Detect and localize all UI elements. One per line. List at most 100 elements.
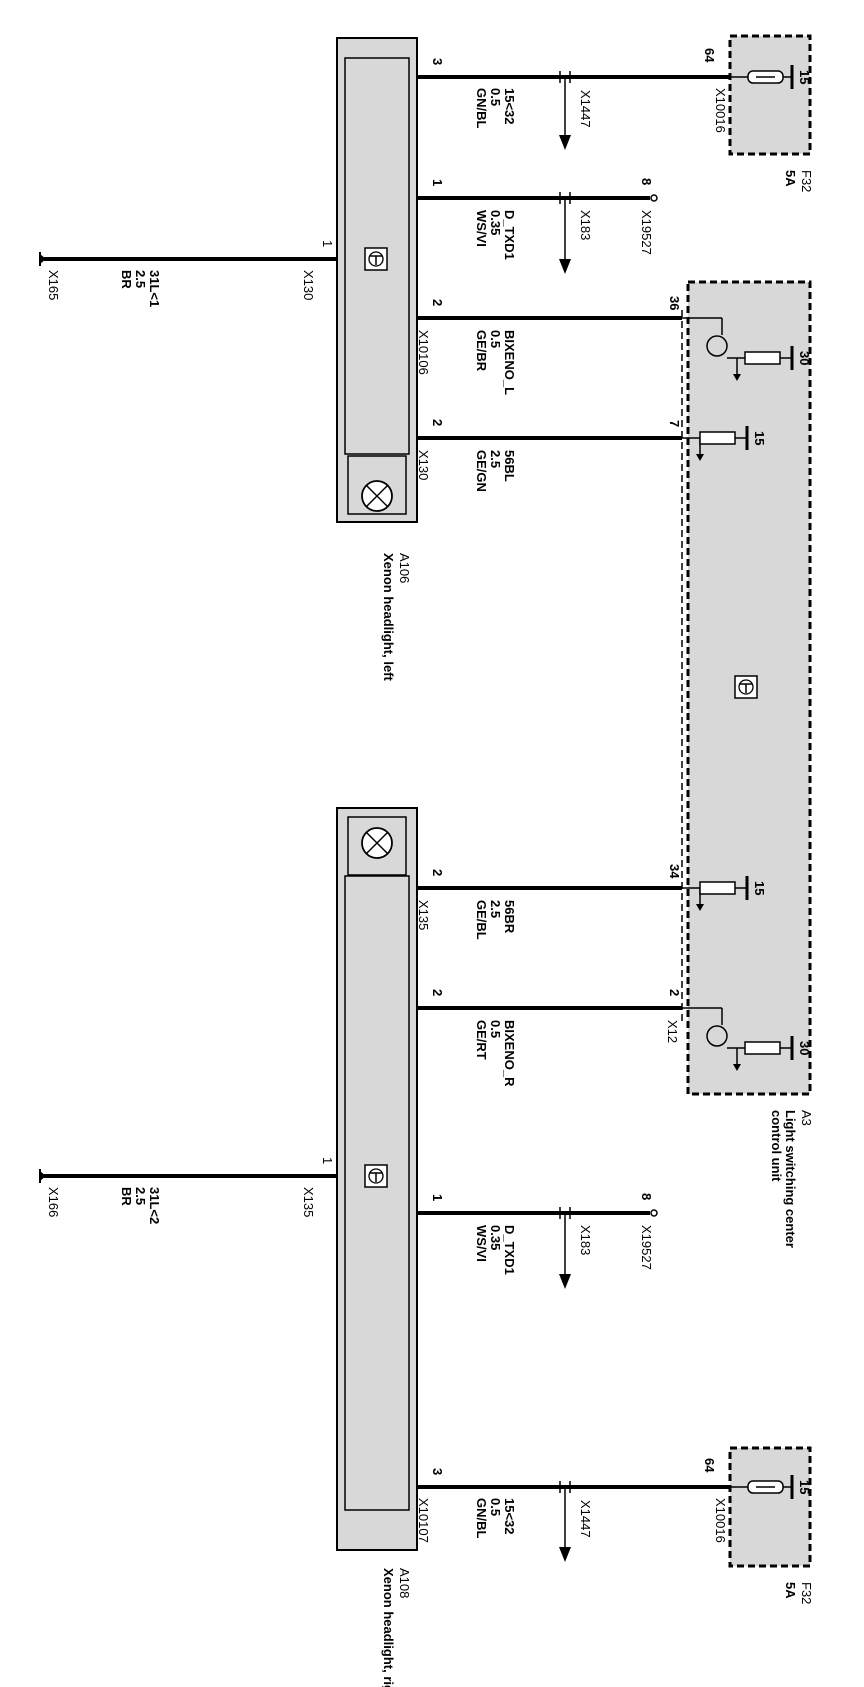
- ground-left-color: BR: [119, 270, 134, 289]
- w5-color: GE/BL: [474, 900, 489, 940]
- ground-right-color: BR: [119, 1187, 134, 1206]
- w7-color: WS/VI: [474, 1225, 489, 1262]
- w8-signal: 15<32: [502, 1498, 517, 1535]
- w2-pin-right: 8: [639, 178, 654, 185]
- w7-connector-right: X19527: [639, 1225, 654, 1270]
- resistor-icon: [744, 1036, 794, 1060]
- w4-signal: 56BL: [502, 450, 517, 482]
- resistor-icon: [744, 346, 794, 370]
- w1-signal: 15<32: [502, 88, 517, 125]
- wire-15-32-top: [417, 71, 730, 150]
- f32-fuse-bottom: [728, 1446, 812, 1568]
- wire-d-txd1-bottom: [417, 1207, 658, 1289]
- f32-bottom-id: F32: [799, 1582, 814, 1604]
- w6-pin-left: 2: [430, 989, 445, 996]
- w4-size: 2.5: [488, 450, 503, 468]
- w3-size: 0.5: [488, 330, 503, 348]
- a3-terminal-15-pin34: 15: [752, 881, 767, 895]
- w5-pin-right: 34: [667, 864, 682, 879]
- w5-pin-left: 2: [430, 869, 445, 876]
- w2-color: WS/VI: [474, 210, 489, 247]
- ground-right: [39, 1169, 337, 1183]
- w7-splice: X183: [578, 1225, 593, 1255]
- module-symbol-icon: [734, 675, 758, 699]
- w2-splice: X183: [578, 210, 593, 240]
- f32-bottom-pin: 64: [702, 1458, 717, 1473]
- f32-bottom-rating: 5A: [783, 1582, 798, 1599]
- ground-right-size: 2.5: [133, 1187, 148, 1205]
- w2-connector-right: X19527: [639, 210, 654, 255]
- f32-bottom-connector: X10016: [713, 1498, 728, 1543]
- w6-pin-right: 2: [667, 989, 682, 996]
- w3-color: GE/BR: [474, 330, 489, 372]
- module-symbol-icon: [364, 247, 388, 271]
- w1-pin-left: 3: [430, 58, 445, 65]
- a108-desc: Xenon headlight, right: [381, 1568, 396, 1687]
- ground-right-connector: X135: [301, 1187, 316, 1217]
- f32-top-connector: X10016: [713, 88, 728, 133]
- w4-pin-right: 7: [667, 420, 682, 427]
- w8-pin-left: 3: [430, 1468, 445, 1475]
- lamp-icon: [361, 827, 393, 859]
- w7-signal: D_TXD1: [502, 1225, 517, 1275]
- w5-size: 2.5: [488, 900, 503, 918]
- ground-right-id: X166: [46, 1187, 61, 1217]
- w6-color: GE/RT: [474, 1020, 489, 1060]
- w2-pin-left: 1: [430, 179, 445, 186]
- a3-terminal-15-pin7: 15: [752, 431, 767, 445]
- resistor-icon: [682, 426, 749, 461]
- a108-headlight-right: [336, 807, 418, 1551]
- f32-fuse-top: [728, 34, 812, 156]
- a3-terminal-30-lower: 30: [797, 1041, 812, 1055]
- w7-pin-right: 8: [639, 1193, 654, 1200]
- w5-signal: 56BR: [502, 900, 517, 934]
- w3-pin-left: 2: [430, 299, 445, 306]
- a3-desc-line2: control unit: [769, 1110, 784, 1182]
- w1-color: GN/BL: [474, 88, 489, 129]
- w1-splice: X1447: [578, 90, 593, 128]
- w8-splice: X1447: [578, 1500, 593, 1538]
- w4-pin-left: 2: [430, 419, 445, 426]
- w3-signal: BIXENO_L: [502, 330, 517, 395]
- a106-id: A106: [397, 553, 412, 583]
- w5-connector-left: X135: [416, 900, 431, 930]
- ground-right-pin: 1: [320, 1157, 335, 1164]
- transistor-icon: [682, 1007, 745, 1071]
- wire-d-txd1-top: [417, 192, 658, 274]
- w7-size: 0.35: [488, 1225, 503, 1250]
- w3-pin-right: 36: [667, 296, 682, 310]
- a3-desc-line1: Light switching center: [783, 1110, 798, 1248]
- w8-connector-left: X10107: [416, 1498, 431, 1543]
- f32-top-pin: 64: [702, 48, 717, 63]
- ground-left-size: 2.5: [133, 270, 148, 288]
- resistor-icon: [682, 876, 749, 911]
- w7-pin-left: 1: [430, 1194, 445, 1201]
- a106-headlight-left: [336, 37, 418, 523]
- w6-size: 0.5: [488, 1020, 503, 1038]
- a3-light-switching-center: 30 15 15: [681, 280, 812, 1096]
- w4-connector-left: X130: [416, 450, 431, 480]
- f32-top-rating: 5A: [783, 170, 798, 187]
- a108-id: A108: [397, 1568, 412, 1598]
- w8-color: GN/BL: [474, 1498, 489, 1539]
- lamp-icon: [361, 480, 393, 512]
- ground-right-signal: 31L<2: [147, 1187, 162, 1224]
- ground-left: [39, 252, 337, 266]
- a3-id: A3: [799, 1110, 814, 1126]
- w2-size: 0.35: [488, 210, 503, 235]
- ground-left-pin: 1: [320, 240, 335, 247]
- w6-connector-right: X12: [665, 1020, 680, 1043]
- w3-connector-left: X10106: [416, 330, 431, 375]
- wire-15-32-bottom: [417, 1481, 730, 1562]
- f32-bottom-terminal: 15: [797, 1480, 812, 1494]
- w8-size: 0.5: [488, 1498, 503, 1516]
- ground-left-id: X165: [46, 270, 61, 300]
- w4-color: GE/GN: [474, 450, 489, 492]
- a106-desc: Xenon headlight, left: [381, 553, 396, 682]
- f32-top-terminal: 15: [797, 70, 812, 84]
- w2-signal: D_TXD1: [502, 210, 517, 260]
- module-symbol-icon: [364, 1164, 388, 1188]
- w1-size: 0.5: [488, 88, 503, 106]
- a3-terminal-30-upper: 30: [797, 351, 812, 365]
